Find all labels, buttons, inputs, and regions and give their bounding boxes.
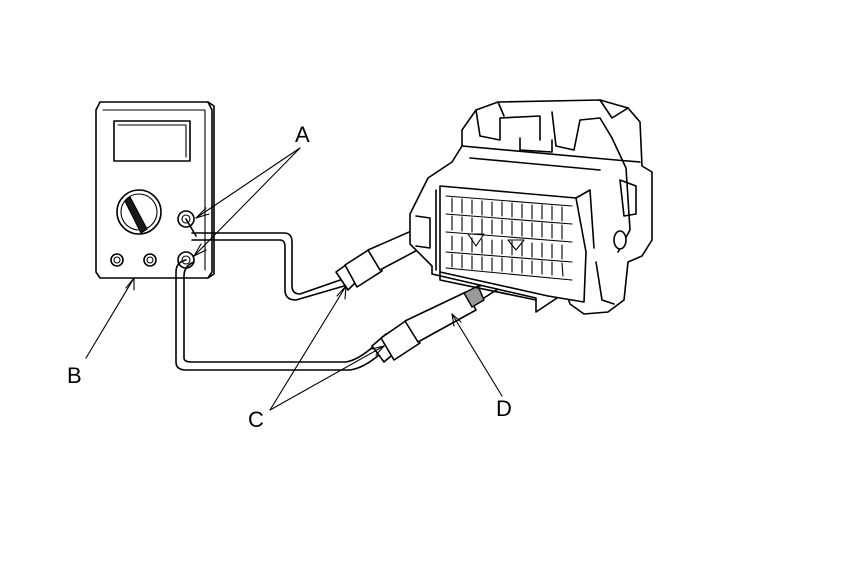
callout-label-b: B <box>67 363 82 388</box>
selector-dial <box>116 189 162 235</box>
callout-label-a: A <box>295 122 310 147</box>
wiring-connector <box>409 99 653 315</box>
callout-label-c: C <box>248 407 264 432</box>
jack-middle <box>143 253 157 267</box>
test-lead-upper <box>185 218 347 301</box>
terminal-rows <box>445 195 573 281</box>
multimeter-display <box>113 120 191 162</box>
multimeter <box>95 101 215 279</box>
test-lead-lower <box>175 259 381 371</box>
callout-leaders <box>85 147 503 411</box>
callout-label-d: D <box>496 396 512 421</box>
jack-left <box>110 253 124 267</box>
